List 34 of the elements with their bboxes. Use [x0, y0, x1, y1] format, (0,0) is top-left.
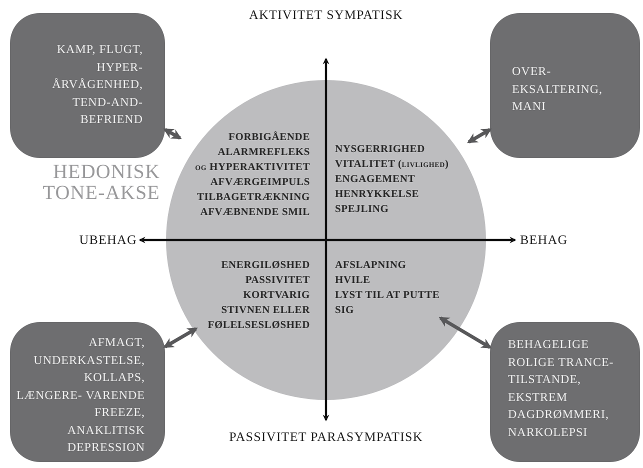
axis-label: UBEHAG: [78, 231, 137, 249]
list-item: LYST TIL AT PUTTE SIG: [335, 289, 441, 318]
list-item: VITALITET (livlighed): [335, 158, 450, 172]
box-text: KAMP, FLUGT, HYPER- ÅRVÅGENHED, TEND-AND- BEFRIEND: [52, 41, 143, 128]
axis-label: BEHAG: [520, 231, 569, 249]
double-arrow: [467, 128, 492, 144]
axis-title: HEDONISK TONE-AKSE: [42, 162, 160, 204]
state-box: [490, 13, 640, 158]
box-text: AFMAGT, UNDERKASTELSE, KOLLAPS, LÆNGERE- VARENDE FREEZE, ANAKLITISK DEPRESSION: [16, 334, 145, 456]
state-box: [10, 322, 165, 462]
list-item: AFSLAPNING: [335, 259, 408, 273]
list-item: NYSGERRIGHED: [335, 143, 426, 157]
double-arrow: [163, 128, 182, 140]
list-item: HVILE: [335, 274, 372, 288]
double-arrow: [438, 316, 492, 349]
list-item: og HYPERAKTIVITET: [194, 161, 310, 175]
list-item: AFVÆRGEIMPULS: [209, 176, 310, 190]
list-item: ALARMREFLEKS: [216, 146, 310, 160]
list-item: SPEJLING: [335, 203, 390, 217]
axis-label: AKTIVITET SYMPATISK: [248, 6, 404, 24]
list-item: KORTVARIG STIVNEN ELLER FØLELSESLØSHED: [206, 289, 310, 333]
list-item: ENERGILØSHED: [220, 259, 310, 273]
list-item: FORBIGÅENDE: [228, 130, 310, 145]
list-item: AFVÆBNENDE SMIL: [199, 206, 310, 220]
list-item: PASSIVITET: [244, 274, 310, 288]
list-item: TILBAGETRÆKNING: [196, 191, 310, 205]
list-item: ENGAGEMENT: [335, 173, 416, 187]
axis-label: PASSIVITET PARASYMPATISK: [228, 428, 424, 446]
box-text: OVER- EKSALTERING, MANI: [512, 63, 604, 115]
double-arrow: [163, 327, 198, 348]
state-box: [490, 322, 640, 462]
box-text: BEHAGELIGE ROLIGE TRANCE- TILSTANDE, EKSTREM DAGDRØMMERI, NARKOLEPSI: [508, 336, 615, 440]
list-item: HENRYKKELSE: [335, 188, 420, 202]
state-box: [10, 13, 165, 158]
